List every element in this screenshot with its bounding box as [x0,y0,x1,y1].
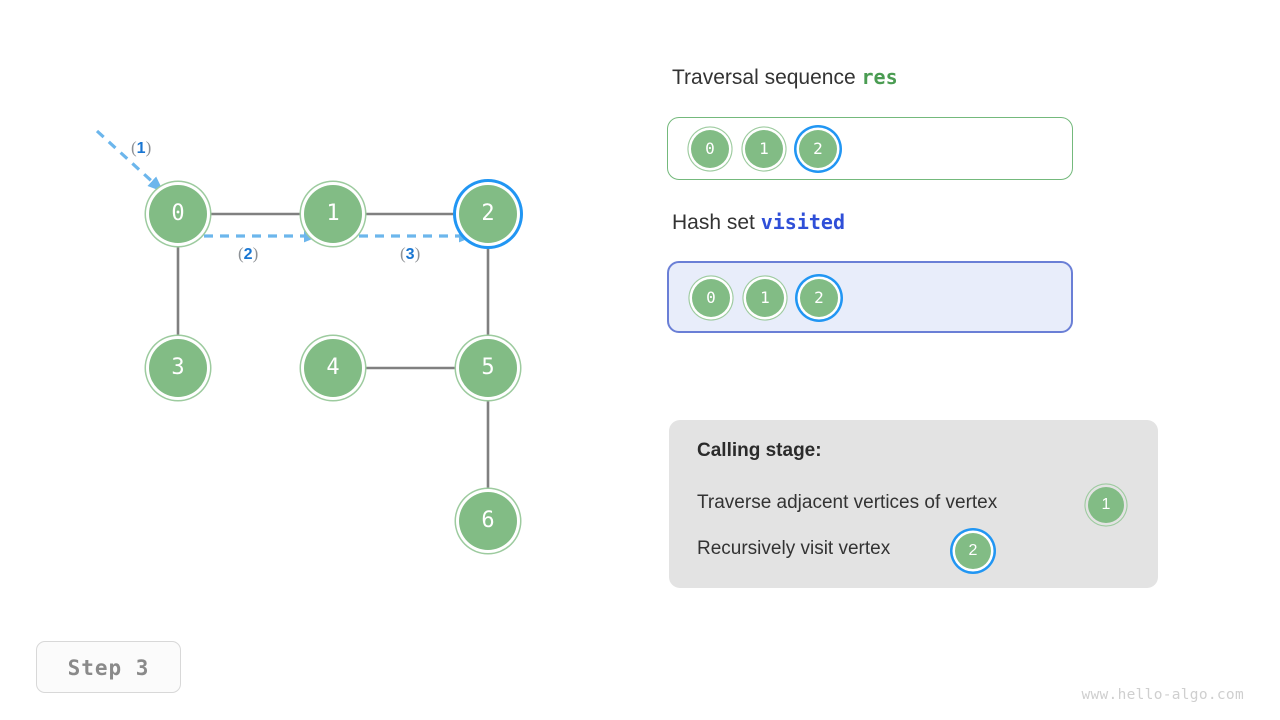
calling-stage-vertex-1[interactable]: 1 [1088,487,1124,523]
calling-stage-panel: Calling stage: Traverse adjacent vertice… [669,420,1158,588]
traversal-arrow-group [95,129,475,243]
graph-diagram: 0 1 2 3 4 5 6 (1) (2) (3) [0,0,640,620]
res-container: 0 1 2 [667,117,1073,180]
visited-title-prefix: Hash set [672,211,755,234]
res-section-title: Traversal sequence res [672,65,898,90]
visited-container: 0 1 2 [667,261,1073,333]
graph-node-2[interactable]: 2 [459,185,517,243]
graph-node-0[interactable]: 0 [149,185,207,243]
graph-node-4[interactable]: 4 [304,339,362,397]
res-title-code: res [861,65,898,89]
graph-node-5[interactable]: 5 [459,339,517,397]
visited-chip-1[interactable]: 1 [746,279,784,317]
arrow-label-3-number: 3 [405,246,415,263]
visited-chip-0[interactable]: 0 [692,279,730,317]
step-badge: Step 3 [36,641,181,693]
calling-stage-vertex-2[interactable]: 2 [955,533,991,569]
visited-chip-2[interactable]: 2 [800,279,838,317]
res-chip-0[interactable]: 0 [691,130,729,168]
calling-stage-line-1: Traverse adjacent vertices of vertex [697,492,998,513]
arrow-label-3: (3) [400,244,421,263]
arrow-label-1: (1) [131,138,152,157]
graph-node-3[interactable]: 3 [149,339,207,397]
traversal-arrow-1 [95,129,164,193]
calling-stage-line-2: Recursively visit vertex [697,538,891,559]
graph-node-6[interactable]: 6 [459,492,517,550]
graph-edges-svg [95,129,490,494]
res-chip-2[interactable]: 2 [799,130,837,168]
arrow-label-1-number: 1 [136,140,146,157]
calling-stage-title: Calling stage: [697,440,822,461]
arrow-label-2: (2) [238,244,259,263]
res-chip-1[interactable]: 1 [745,130,783,168]
graph-node-1[interactable]: 1 [304,185,362,243]
watermark: www.hello-algo.com [1081,687,1244,703]
visited-title-code: visited [760,210,846,234]
res-title-prefix: Traversal sequence [672,66,856,89]
right-panel: Traversal sequence res 0 1 2 Hash set vi… [666,0,1266,720]
visited-section-title: Hash set visited [672,210,845,235]
arrow-label-2-number: 2 [243,246,253,263]
edge-group [176,212,490,494]
